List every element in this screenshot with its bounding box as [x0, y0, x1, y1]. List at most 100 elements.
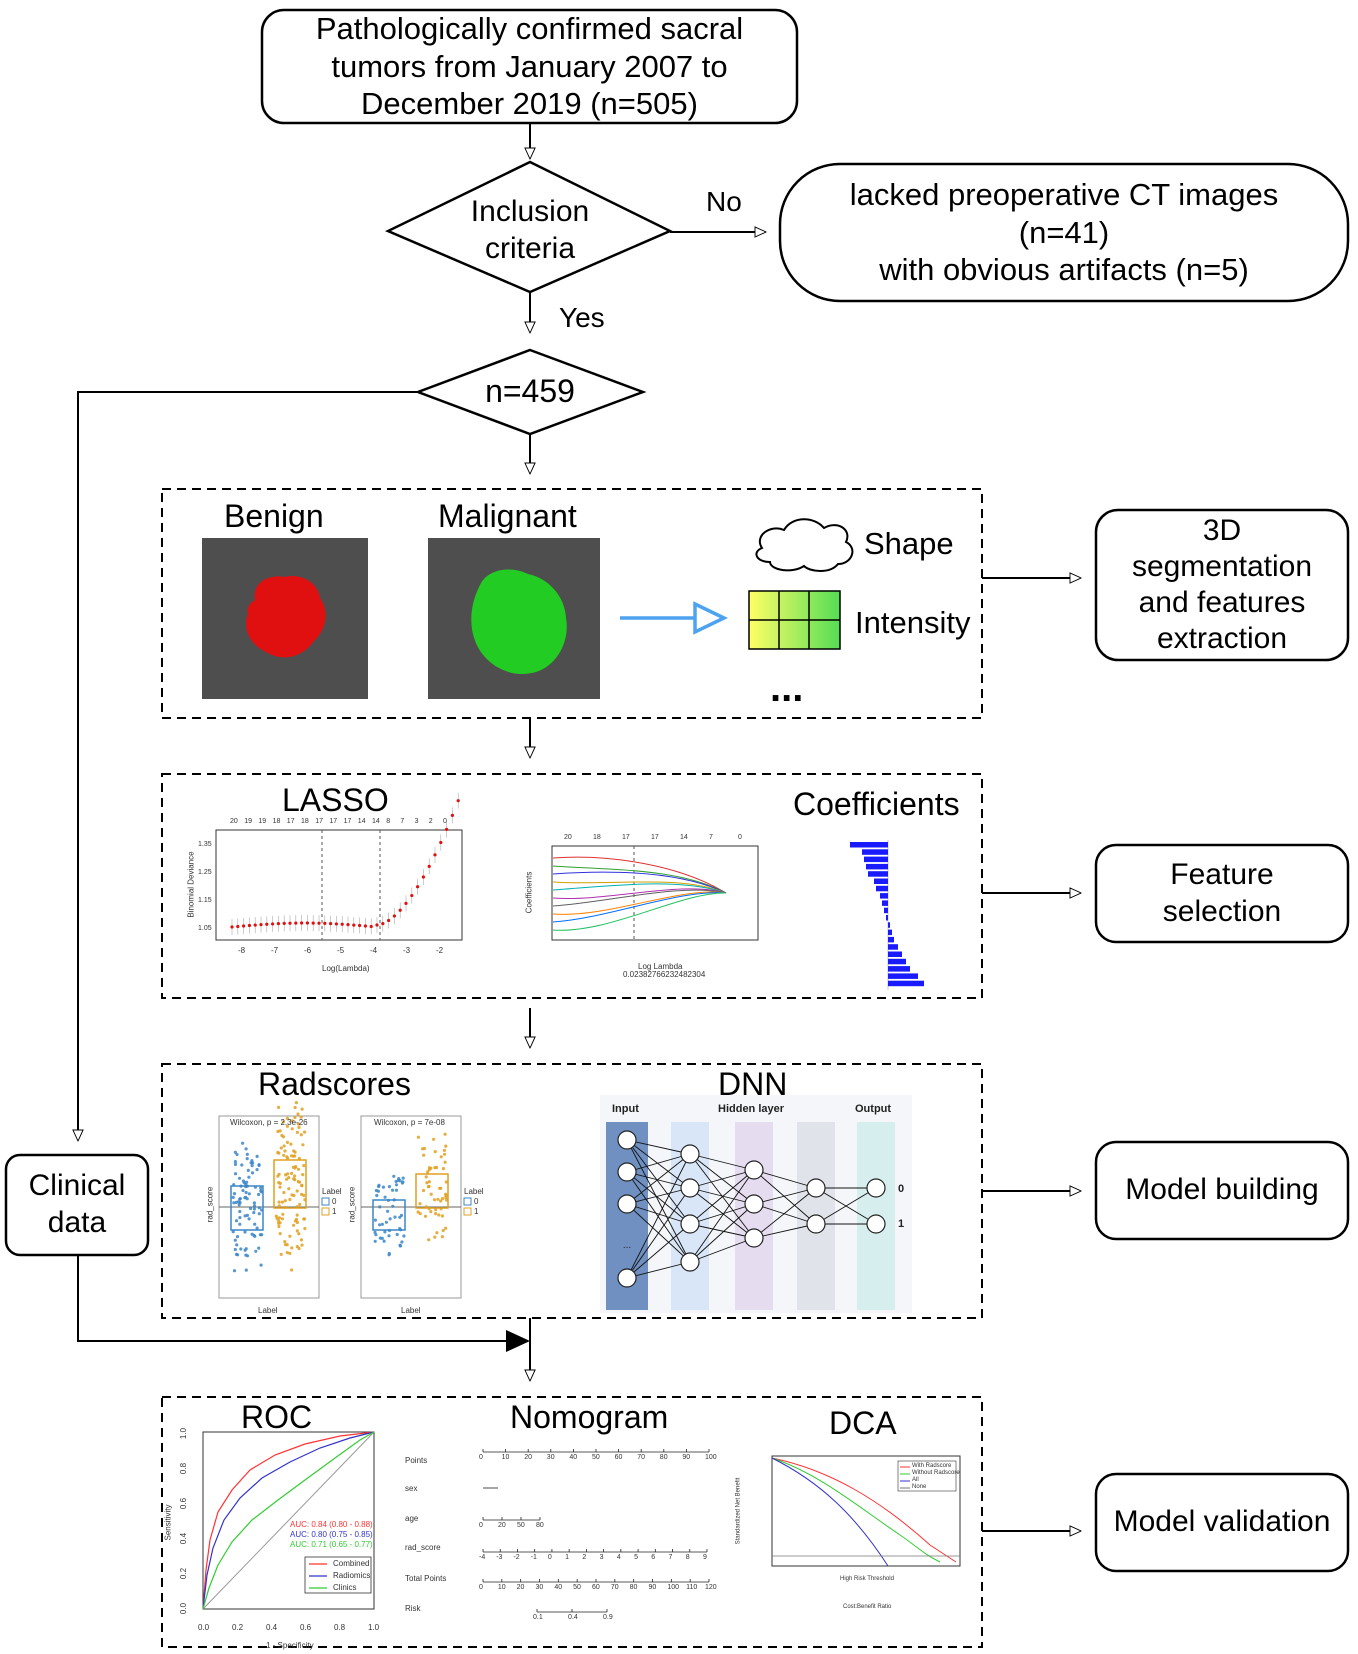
featsel-line-1: Feature	[1170, 857, 1274, 891]
path-top-tick: 18	[593, 834, 601, 841]
seg-line-2: segmentation	[1131, 550, 1313, 583]
more-features-label: ...	[770, 666, 804, 710]
radscore-plot2-ylabel: rad_score	[347, 1186, 357, 1223]
lasso-x-tick: -6	[304, 946, 312, 955]
nomogram-tick-points: 100	[705, 1454, 717, 1461]
excluded-line-3: with obvious artifacts (n=5)	[879, 252, 1249, 288]
inclusion-line-2: criteria	[484, 232, 575, 265]
clinical-line-2: data	[47, 1206, 107, 1239]
roc-y-tick: 0.2	[179, 1567, 189, 1580]
roc-y-tick: 0.6	[179, 1497, 189, 1510]
nomogram-tick-rad: 5	[634, 1554, 638, 1561]
lasso-top-tick: 3	[414, 818, 419, 825]
path-note: 0.02382766232482304	[623, 970, 706, 979]
featsel-node-label: Feature selection	[1096, 845, 1348, 942]
nomogram-tick-rad: -4	[479, 1554, 486, 1561]
roc-x-tick: 0.4	[266, 1623, 278, 1632]
nomogram-tick-rad: -1	[530, 1554, 537, 1561]
lasso-top-tick: 18	[272, 818, 281, 825]
start-line-1: Pathologically confirmed sacral	[315, 10, 744, 46]
nomogram-tick-total: 0	[479, 1584, 483, 1591]
lasso-title: LASSO	[282, 782, 389, 818]
nomogram-plot	[482, 1449, 710, 1613]
coefficient-bars	[850, 840, 924, 990]
roc-auc-3: AUC: 0.71 (0.65 - 0.77)	[290, 1540, 373, 1549]
seg-line-1: 3D	[1202, 514, 1242, 547]
nomogram-tick-points: 20	[524, 1454, 532, 1461]
inclusion-line-1: Inclusion	[470, 195, 590, 229]
path-top-tick: 17	[622, 834, 630, 841]
radscore-plot1-title: Wilcoxon, p = 2.3e-26	[230, 1118, 308, 1127]
lasso-top-tick: 17	[329, 818, 338, 825]
seg-line-3: and features	[1138, 586, 1306, 619]
path-ylabel: Coefficients	[524, 871, 534, 914]
roc-title: ROC	[241, 1399, 313, 1435]
shape-label: Shape	[864, 526, 954, 561]
nomogram-row-label: Total Points	[405, 1574, 447, 1583]
lasso-top-tick: 14	[372, 818, 380, 825]
nn-output-label: Output	[855, 1103, 892, 1115]
lasso-x-tick: -8	[238, 946, 246, 955]
nomogram-tick-rad: 9	[703, 1554, 707, 1561]
lasso-x-tick: -4	[370, 946, 378, 955]
radscore-plot1-xlabel: Label	[258, 1306, 278, 1315]
radscore-legends	[321, 1197, 472, 1216]
roc-x-tick: 0.6	[300, 1623, 312, 1632]
radscore-legend2-title: Label	[464, 1187, 484, 1196]
nomogram-row-label: age	[405, 1514, 419, 1523]
roc-y-tick: 0.4	[179, 1532, 189, 1545]
dca-xlabel: High Risk Threshold	[840, 1576, 894, 1582]
radscore-plot1-ylabel: rad_score	[205, 1186, 215, 1223]
roc-x-tick: 1.0	[368, 1623, 380, 1632]
roc-auc-2: AUC: 0.80 (0.75 - 0.85)	[290, 1530, 373, 1539]
malignant-title: Malignant	[438, 498, 577, 534]
nomogram-tick-points: 80	[659, 1454, 668, 1461]
lasso-top-tick: 17	[286, 818, 295, 825]
lasso-top-tick: 19	[244, 818, 252, 825]
modelbuild-node-box	[1094, 1140, 1350, 1241]
nomogram-tick-age: 80	[536, 1522, 544, 1529]
nomogram-row-label: Points	[405, 1456, 428, 1465]
nomogram-tick-rad: 7	[668, 1554, 673, 1561]
validation-panel	[161, 1396, 983, 1648]
dca-title: DCA	[829, 1405, 897, 1441]
radscore-legend1-title: Label	[322, 1187, 342, 1196]
nomogram-title: Nomogram	[510, 1399, 669, 1435]
path-xlabel: Log Lambda	[638, 962, 683, 971]
dnn-diagram: ...	[600, 1095, 912, 1313]
nomogram-tick-points: 50	[592, 1454, 600, 1461]
nomogram-tick-age: 50	[517, 1522, 525, 1529]
radscore-legend1-item0: 0	[332, 1197, 337, 1206]
nomogram-tick-total: 50	[573, 1584, 581, 1591]
roc-x-tick: 0.8	[334, 1623, 346, 1632]
nomogram-row-label: sex	[405, 1484, 418, 1493]
nomogram-tick-age: 20	[498, 1522, 506, 1529]
feature-arrowhead	[693, 601, 729, 635]
lasso-top-tick: 17	[315, 818, 323, 825]
lasso-top-tick: 8	[386, 818, 391, 825]
nomogram-tick-rad: 8	[685, 1554, 690, 1561]
path-top-tick: 7	[709, 834, 713, 841]
seg-line-4: extraction	[1156, 622, 1288, 655]
radscore-legend2-item0: 0	[474, 1197, 479, 1206]
roc-x-tick: 0.2	[232, 1623, 244, 1632]
lasso-x-tick: -2	[436, 946, 444, 955]
roc-legend-1: Combined	[333, 1559, 370, 1568]
excluded-node-label: lacked preoperative CT images (n=41) wit…	[780, 164, 1348, 301]
clinical-line-1: Clinical	[28, 1169, 126, 1203]
n459-label: n=459	[485, 373, 575, 410]
nomogram-tick-rad: 2	[582, 1554, 587, 1561]
segmentation-panel	[161, 488, 983, 719]
nomogram-tick-risk: 0.9	[603, 1614, 613, 1621]
nn-hidden-label: Hidden layer	[718, 1103, 785, 1115]
dca-legend-3: All	[912, 1477, 919, 1483]
lasso-x-tick: -7	[271, 946, 279, 955]
lasso-top-tick: 2	[428, 818, 433, 825]
radscore-plot-2	[360, 1115, 462, 1299]
nomogram-tick-total: 80	[629, 1584, 638, 1591]
lasso-top-tick: 17	[343, 818, 352, 825]
roc-x-tick: 0.0	[198, 1623, 210, 1632]
featsel-line-2: selection	[1162, 894, 1282, 928]
nn-input-label: Input	[612, 1103, 639, 1115]
